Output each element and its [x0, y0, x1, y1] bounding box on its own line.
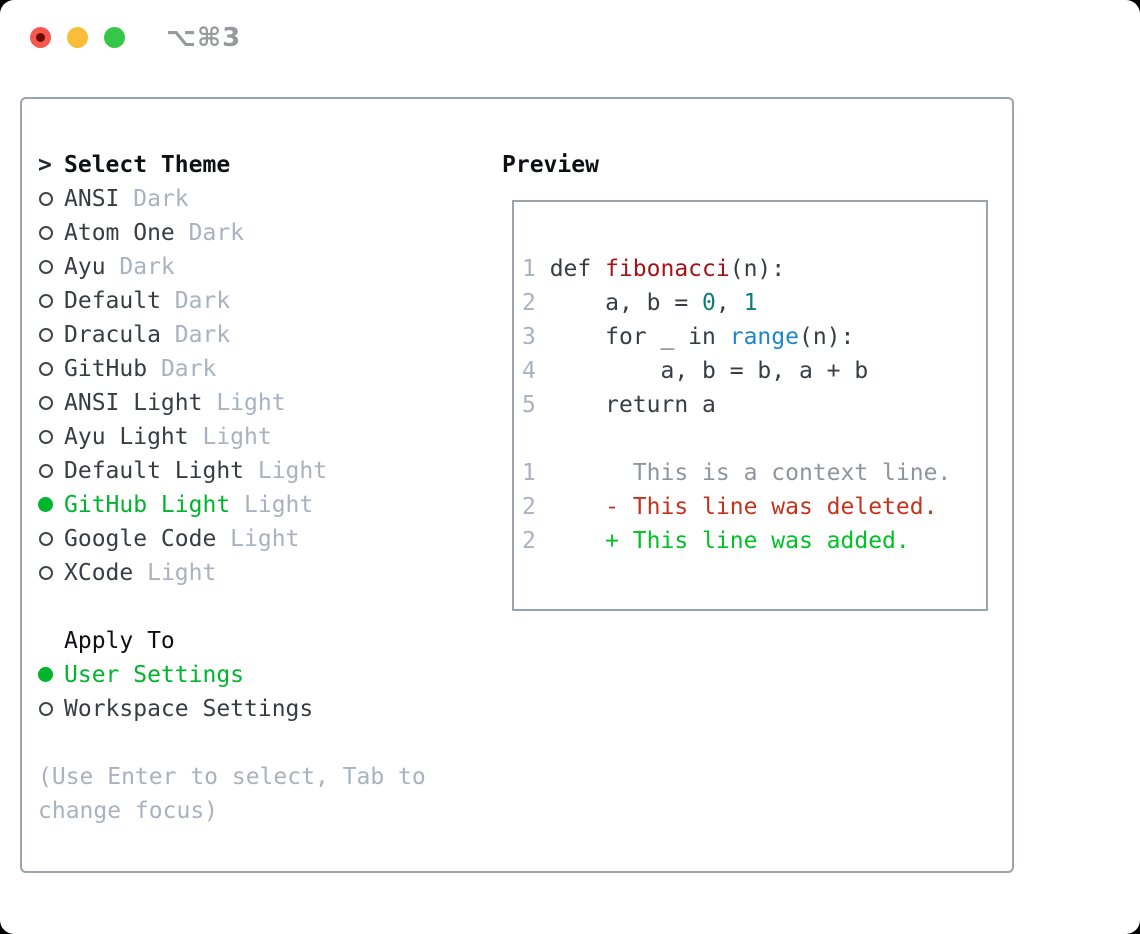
option-label: XCode — [64, 560, 134, 586]
variant-label: Dark — [105, 254, 175, 280]
radio-off-icon — [38, 216, 64, 250]
radio-off-icon — [38, 522, 64, 556]
spacer-row — [38, 726, 426, 760]
radio-off-icon — [38, 284, 64, 318]
theme-option[interactable]: Dracula Dark — [38, 318, 426, 352]
option-label: Default — [64, 288, 161, 314]
apply-to-option[interactable]: Workspace Settings — [38, 692, 426, 726]
option-label: Ayu Light — [64, 424, 189, 450]
option-label: Google Code — [64, 526, 217, 552]
variant-label: Dark — [147, 356, 217, 382]
theme-option[interactable]: Ayu Dark — [38, 250, 426, 284]
apply-to-heading-row: Apply To — [38, 624, 426, 658]
radio-off-icon — [38, 454, 64, 488]
option-label: ANSI — [64, 186, 120, 212]
variant-label: Dark — [174, 220, 245, 246]
preview-pane: 1 def fibonacci(n): 2 a, b = 0, 1 3 for _ … — [512, 200, 988, 611]
theme-option[interactable]: ANSI Light Light — [38, 386, 426, 420]
option-label: ANSI Light — [64, 390, 203, 416]
radio-off-icon — [38, 556, 64, 590]
apply-to-title: Apply To — [64, 628, 175, 654]
minimize-button[interactable] — [67, 27, 88, 48]
select-theme-title: Select Theme — [64, 152, 231, 178]
preview-title: Preview — [502, 152, 599, 178]
hint-line: (Use Enter to select, Tab to — [38, 764, 426, 790]
option-label: User Settings — [64, 662, 245, 688]
theme-option[interactable]: ANSI Dark — [38, 182, 426, 216]
zoom-button[interactable] — [104, 27, 125, 48]
variant-label: Light — [188, 424, 272, 450]
variant-label: Dark — [160, 288, 231, 314]
radio-off-icon — [38, 318, 64, 352]
option-label: GitHub Light — [64, 492, 231, 518]
hint-line: change focus) — [38, 798, 219, 824]
theme-option[interactable]: GitHub Light Light — [38, 488, 426, 522]
radio-off-icon — [38, 250, 64, 284]
radio-off-icon — [38, 420, 64, 454]
radio-off-icon — [38, 182, 64, 216]
theme-option[interactable]: Google Code Light — [38, 522, 426, 556]
apply-to-indent — [38, 624, 64, 658]
theme-option[interactable]: Atom One Dark — [38, 216, 426, 250]
variant-label: Light — [133, 560, 217, 586]
code-line: 5 return a — [522, 392, 716, 418]
window-title: ⌥⌘3 — [166, 23, 242, 53]
variant-label: Light — [230, 492, 314, 518]
variant-label: Dark — [160, 322, 231, 348]
radio-off-icon — [38, 386, 64, 420]
code-line: 2 + This line was added. — [522, 528, 910, 554]
code-line — [522, 422, 982, 456]
option-label: Default Light — [64, 458, 245, 484]
code-line: 1 This is a context line. — [522, 460, 952, 486]
option-label: GitHub — [64, 356, 148, 382]
close-button[interactable] — [30, 27, 51, 48]
spacer-row — [38, 590, 426, 624]
select-theme-heading: > Select Theme — [38, 148, 426, 182]
option-label: Atom One — [64, 220, 175, 246]
radio-on-icon — [38, 658, 64, 692]
theme-option[interactable]: Default Light Light — [38, 454, 426, 488]
variant-label: Dark — [119, 186, 189, 212]
theme-option[interactable]: XCode Light — [38, 556, 426, 590]
theme-option[interactable]: Ayu Light Light — [38, 420, 426, 454]
theme-option[interactable]: GitHub Dark — [38, 352, 426, 386]
theme-option[interactable]: Default Dark — [38, 284, 426, 318]
cursor-icon: > — [38, 152, 52, 178]
radio-on-icon — [38, 488, 64, 522]
keyboard-hint: (Use Enter to select, Tab to change focus… — [38, 760, 426, 828]
option-label: Ayu — [64, 254, 106, 280]
variant-label: Light — [202, 390, 286, 416]
code-preview: 1 def fibonacci(n): 2 a, b = 0, 1 3 for _ … — [522, 252, 982, 558]
code-line: 4 a, b = b, a + b — [522, 358, 869, 384]
variant-label: Light — [244, 458, 328, 484]
option-label: Dracula — [64, 322, 161, 348]
code-line: 1 def fibonacci(n): — [522, 256, 786, 282]
code-line: 2 a, b = 0, 1 — [522, 290, 758, 316]
variant-label: Light — [216, 526, 300, 552]
code-line: 3 for _ in range(n): — [522, 324, 855, 350]
radio-off-icon — [38, 692, 64, 726]
option-label: Workspace Settings — [64, 696, 314, 722]
apply-to-option[interactable]: User Settings — [38, 658, 426, 692]
radio-off-icon — [38, 352, 64, 386]
code-line: 2 - This line was deleted. — [522, 494, 938, 520]
